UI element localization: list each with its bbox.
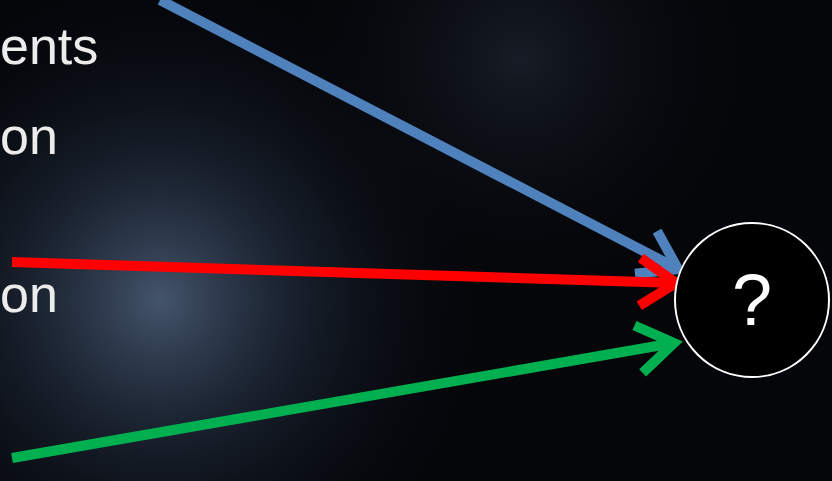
question-mark: ? <box>732 264 772 336</box>
red-arrow <box>12 262 676 283</box>
cut-off-word: on <box>0 110 58 162</box>
question-circle: ? <box>674 222 830 378</box>
cut-off-word: ents <box>0 20 98 72</box>
blue-arrow <box>160 0 678 269</box>
green-arrow <box>12 343 674 458</box>
cut-off-word: on <box>0 268 58 320</box>
